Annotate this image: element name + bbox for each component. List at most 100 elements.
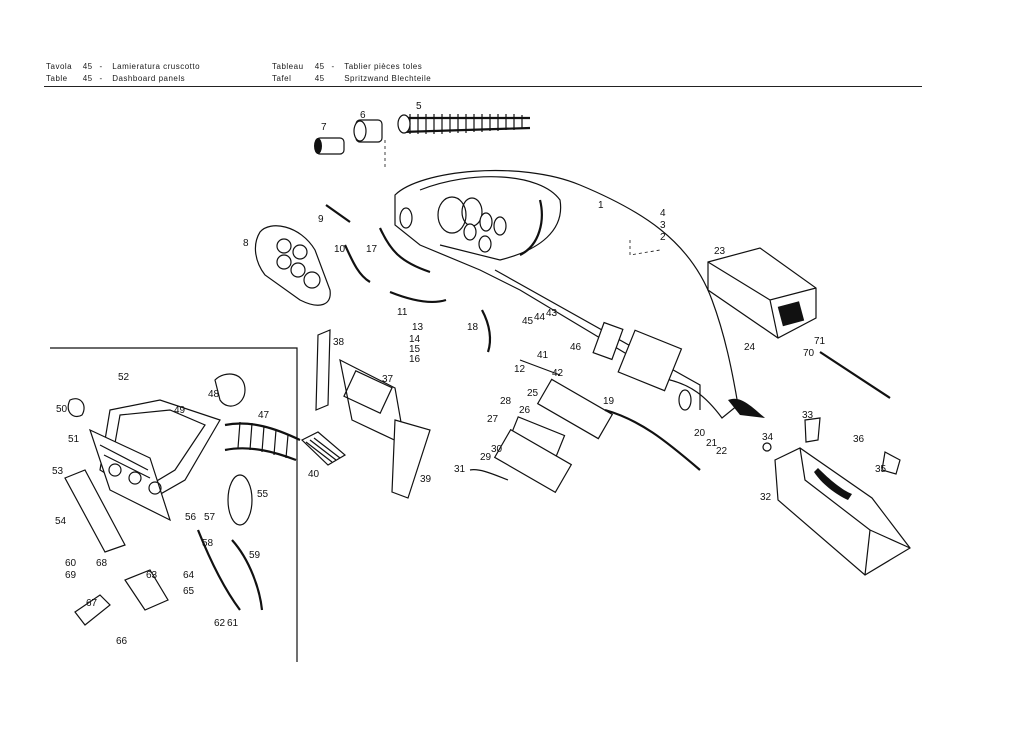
header-separator: -: [99, 62, 103, 71]
callout-58: 58: [202, 538, 214, 549]
callout-16: 16: [409, 354, 421, 365]
callout-19: 19: [603, 396, 615, 407]
callout-34: 34: [762, 432, 774, 443]
part-trim-10: [344, 244, 371, 283]
callout-43: 43: [546, 308, 558, 319]
header-title: Lamieratura cruscotto: [112, 62, 201, 71]
callout-14: 14: [409, 334, 421, 345]
callout-41: 41: [537, 350, 549, 361]
callout-30: 30: [491, 444, 503, 455]
callout-17: 17: [366, 244, 378, 255]
callout-29: 29: [480, 452, 492, 463]
callout-15: 15: [409, 344, 421, 355]
callout-18: 18: [467, 322, 479, 333]
part-hose: [397, 114, 531, 134]
part-bracket-63: [124, 569, 169, 611]
callout-42: 42: [552, 368, 564, 379]
callout-25: 25: [527, 388, 539, 399]
callout-69: 69: [65, 570, 77, 581]
callout-49: 49: [174, 405, 186, 416]
part-lever-67: [74, 594, 111, 626]
callout-56: 56: [185, 512, 197, 523]
inset-frame: [50, 347, 298, 662]
callout-67: 67: [86, 598, 98, 609]
callout-37: 37: [382, 374, 394, 385]
part-bracket-12: [519, 359, 561, 376]
header-separator: -: [331, 62, 335, 71]
callout-45: 45: [522, 316, 534, 327]
header-line-1-left: Tavola 45 - Lamieratura cruscotto: [46, 62, 200, 71]
callout-66: 66: [116, 636, 128, 647]
part-grille: [300, 431, 347, 466]
callout-55: 55: [257, 489, 269, 500]
callout-36: 36: [853, 434, 865, 445]
callout-9: 9: [318, 214, 324, 225]
callout-22: 22: [716, 446, 728, 457]
callout-54: 54: [55, 516, 67, 527]
callout-1: 1: [598, 200, 604, 211]
header-word: Tavola: [46, 62, 73, 71]
callout-47: 47: [258, 410, 270, 421]
callout-28: 28: [500, 396, 512, 407]
header-line-1-right: Tableau 45 - Tablier pièces toles: [272, 62, 422, 71]
header-table-number: 45: [314, 62, 325, 71]
header-title: Dashboard panels: [112, 74, 186, 83]
part-trim-11: [389, 290, 447, 304]
callout-21: 21: [706, 438, 718, 449]
callout-68: 68: [96, 558, 108, 569]
part-emblem-31: [469, 469, 509, 481]
header-title: Tablier pièces toles: [344, 62, 423, 71]
callout-5: 5: [416, 101, 422, 112]
part-clamp-48: [214, 373, 246, 407]
assembly-lines: [384, 140, 661, 256]
header-table-number: 45: [82, 62, 93, 71]
header-word: Tableau: [272, 62, 304, 71]
callout-53: 53: [52, 466, 64, 477]
part-glovebox-frames: [493, 378, 614, 494]
header-title: Spritzwand Blechteile: [344, 74, 432, 83]
callout-4: 4: [660, 208, 666, 219]
header-table-number: 45: [314, 74, 325, 83]
callout-38: 38: [333, 337, 345, 348]
callout-11: 11: [397, 307, 408, 318]
part-cluster-plate: [254, 225, 331, 306]
header-word: Tafel: [272, 74, 292, 83]
part-cables: [196, 529, 264, 611]
callout-26: 26: [519, 405, 531, 416]
callout-44: 44: [534, 312, 546, 323]
callout-59: 59: [249, 550, 261, 561]
part-hose-47: [224, 421, 301, 462]
part-trim-9: [325, 204, 351, 223]
part-cluster-housing: [64, 399, 221, 553]
callout-48: 48: [208, 389, 220, 400]
callout-10: 10: [334, 244, 346, 255]
header-table-number: 45: [82, 74, 93, 83]
callout-57: 57: [204, 512, 216, 523]
callout-13: 13: [412, 322, 424, 333]
callout-6: 6: [360, 110, 366, 121]
part-box-23: [707, 247, 817, 339]
part-strip-19: [604, 408, 701, 471]
callout-32: 32: [760, 492, 772, 503]
part-bracket-33: [804, 417, 821, 443]
callout-63: 63: [146, 570, 158, 581]
callout-31: 31: [454, 464, 466, 475]
callout-52: 52: [118, 372, 130, 383]
part-trim-18: [481, 309, 492, 353]
part-dashboard-panel: [394, 169, 765, 419]
header-rule: [44, 86, 922, 87]
part-trim-17: [378, 227, 431, 274]
callout-8: 8: [243, 238, 249, 249]
callout-46: 46: [570, 342, 582, 353]
callout-40: 40: [308, 469, 320, 480]
header-separator: -: [99, 74, 103, 83]
header-line-2-right: Tafel 45 Spritzwand Blechteile: [272, 74, 431, 83]
callout-39: 39: [420, 474, 432, 485]
part-knob-50: [67, 398, 85, 418]
callout-51: 51: [68, 434, 80, 445]
callout-20: 20: [694, 428, 706, 439]
callout-33: 33: [802, 410, 814, 421]
callout-70: 70: [803, 348, 815, 359]
part-side-panel: [315, 329, 431, 499]
callout-50: 50: [56, 404, 68, 415]
